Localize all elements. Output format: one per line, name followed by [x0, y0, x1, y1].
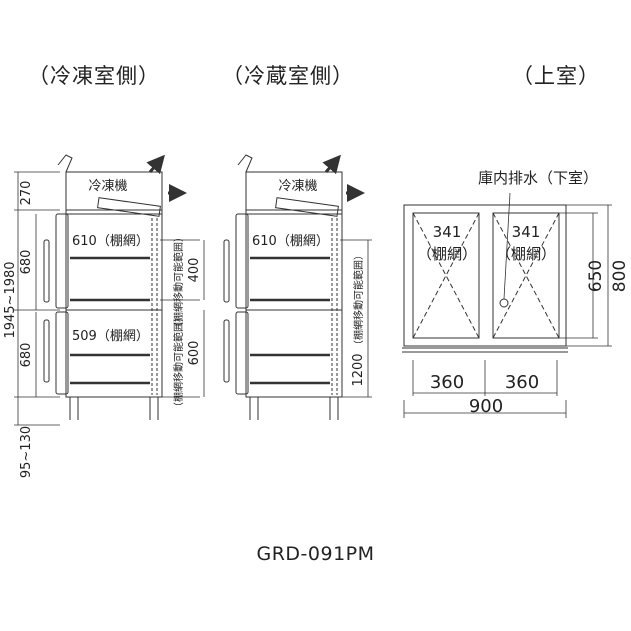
dim-lower: 680 [19, 343, 34, 368]
fridge-side-view [223, 154, 372, 420]
airflow-arrow-up [322, 154, 341, 175]
lower-door [55, 311, 69, 395]
total-width: 900 [469, 396, 503, 417]
freezer-dimension-chain [14, 171, 60, 426]
depth-outer: 800 [610, 260, 630, 292]
freezer-range-note-lower: （棚網移動可能範囲） [172, 312, 185, 412]
dim-total: 1945~1980 [3, 261, 18, 338]
freezer-range-note-upper: （棚網移動可能範囲） [172, 232, 185, 332]
right-shelf-width: 341 [512, 223, 541, 241]
header-freezer-side: （冷凍室側） [28, 64, 160, 88]
upper-door [235, 213, 249, 309]
dim-feet: 95~130 [19, 426, 34, 478]
cabinet-outline [65, 171, 163, 398]
left-bay [412, 212, 480, 339]
header-fridge-side: （冷蔵室側） [222, 64, 354, 88]
dim-upper: 680 [19, 250, 34, 275]
freezer-side-view [43, 154, 187, 420]
freezer-range-lower: 600 [187, 341, 202, 366]
freezer-compressor-label: 冷凍機 [88, 178, 127, 194]
compressor-unit [275, 197, 339, 217]
lower-handle [223, 319, 230, 383]
lower-door [235, 311, 249, 395]
right-shelf-label: （棚網） [496, 245, 556, 263]
fridge-range: 1200 [351, 353, 366, 386]
cabinet-outline [245, 171, 343, 398]
upper-door [55, 213, 69, 309]
left-shelf-width: 341 [433, 223, 462, 241]
freezer-range-lines [160, 239, 205, 398]
freezer-range-upper: 400 [187, 258, 202, 283]
dim-top: 270 [19, 181, 34, 206]
drain-hole [499, 298, 509, 308]
freezer-shelf-upper: 610（棚網） [72, 234, 149, 249]
drain-label: 庫内排水（下室） [478, 169, 598, 187]
top-outline [403, 204, 567, 347]
bay-left-width: 360 [430, 372, 464, 393]
fridge-compressor-label: 冷凍機 [278, 178, 317, 194]
compressor-unit [97, 197, 161, 217]
fridge-shelf: 610（棚網） [252, 234, 329, 249]
bay-right-width: 360 [505, 372, 539, 393]
depth-inner: 650 [586, 260, 606, 292]
upper-handle [223, 239, 230, 303]
header-top-room: （上室） [512, 64, 600, 88]
upper-handle [43, 239, 50, 303]
fridge-range-note: （棚網移動可能範囲） [352, 250, 365, 350]
right-bay [492, 212, 560, 339]
left-shelf-label: （棚網） [417, 245, 477, 263]
top-view [402, 192, 612, 418]
airflow-arrow-up [146, 154, 165, 175]
lower-handle [43, 319, 50, 383]
freezer-shelf-lower: 509（棚網） [72, 329, 149, 344]
model-number: GRD-091PM [256, 543, 375, 565]
